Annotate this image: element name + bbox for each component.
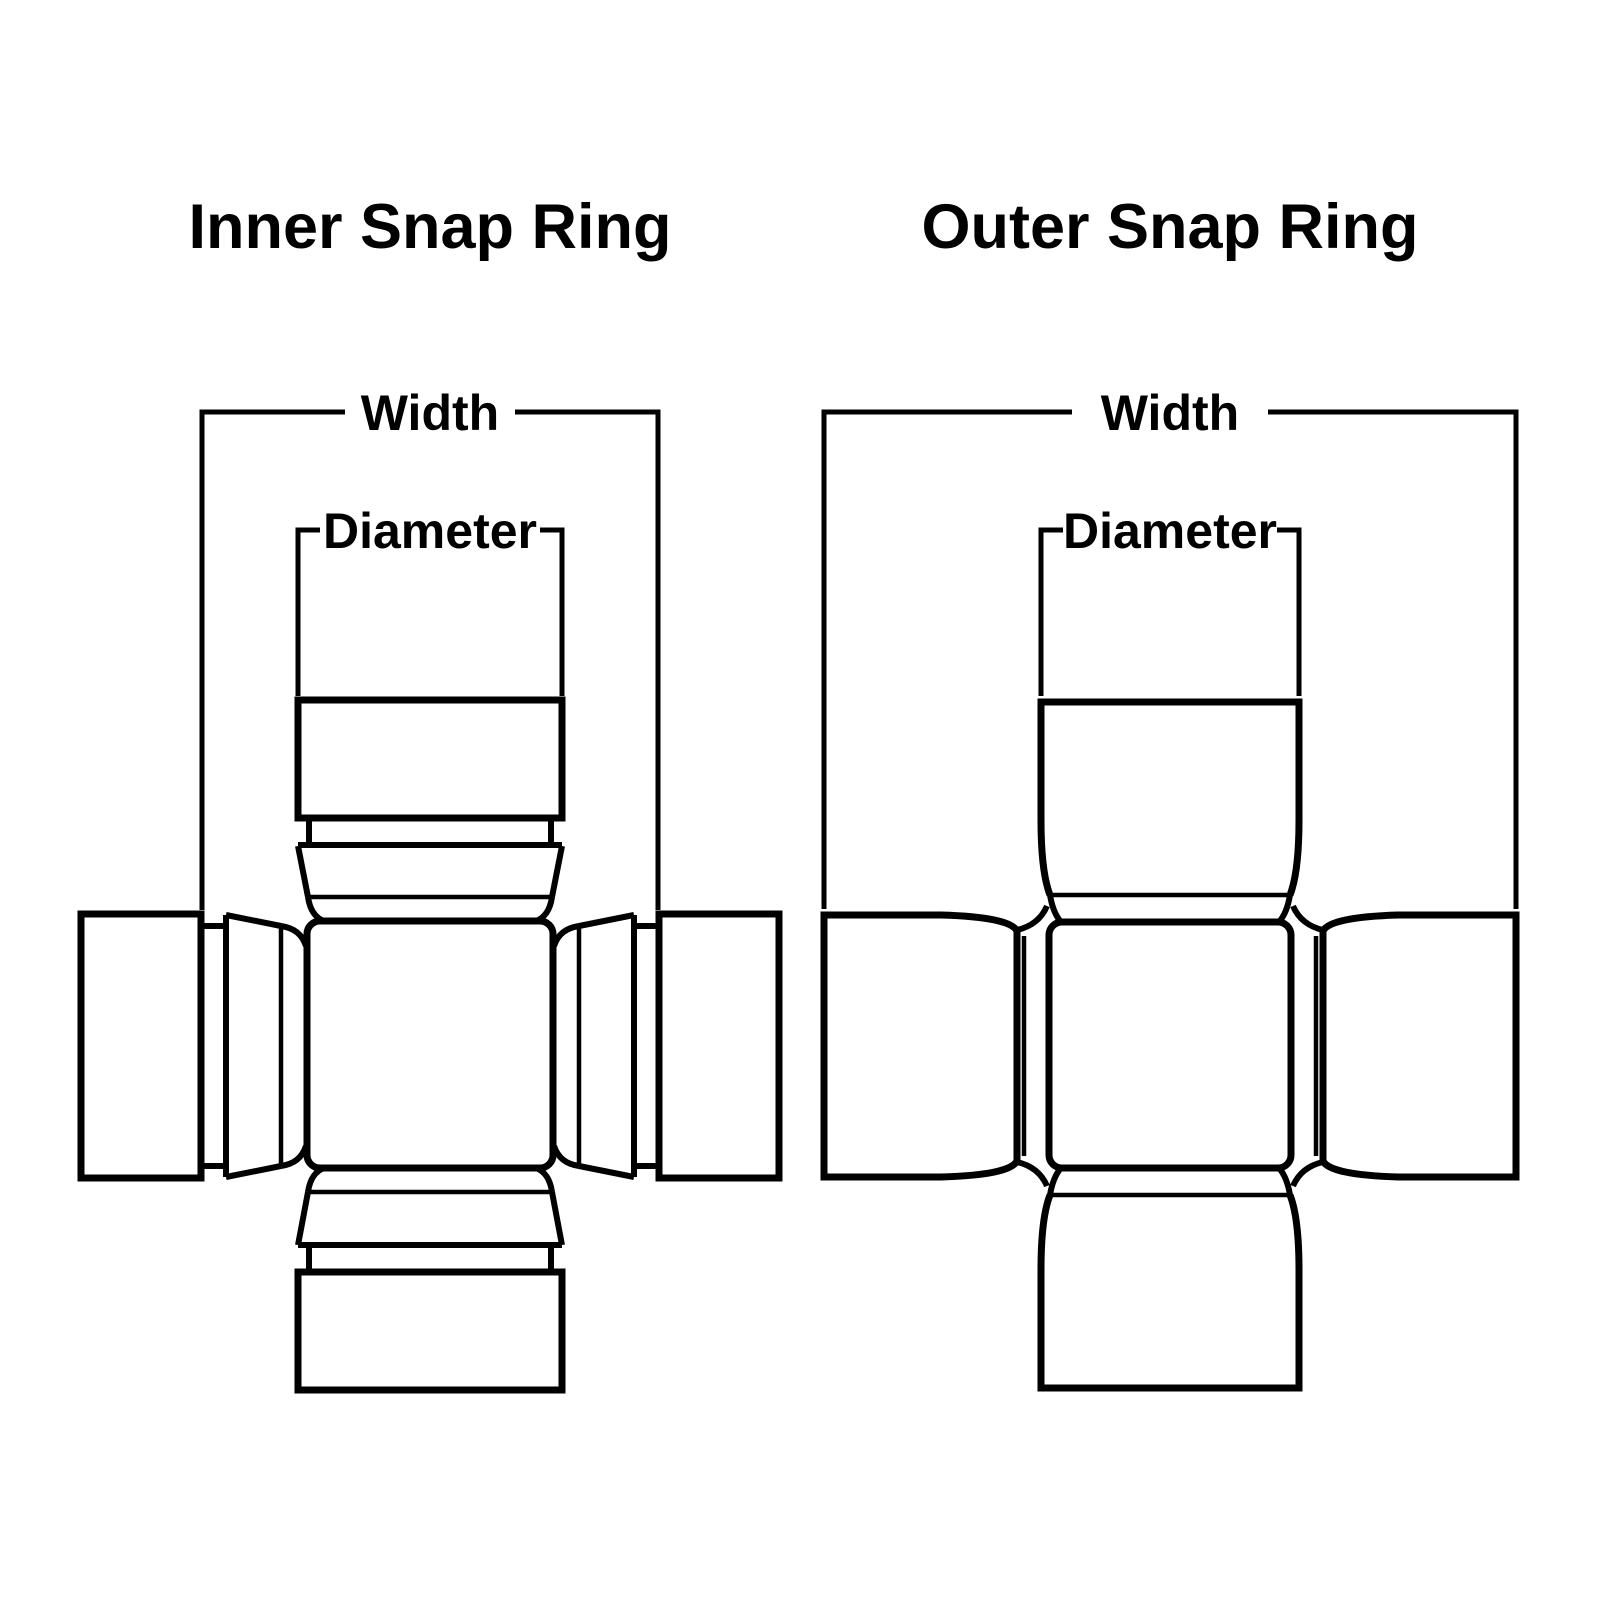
snap-ring-groove-right — [634, 923, 659, 1169]
seal-curve-bottom — [305, 1165, 555, 1193]
snap-ring-groove-left — [201, 923, 226, 1169]
outer-diameter-dimension-bracket — [1038, 527, 1302, 696]
seal-curve-left — [280, 923, 309, 1169]
inner-width-label: Width — [361, 385, 499, 441]
seal-curve-right — [551, 923, 580, 1169]
bearing-cap-right — [1319, 911, 1520, 1181]
outer-diameter-label: Diameter — [1063, 503, 1277, 559]
bearing-cap-left — [820, 911, 1021, 1181]
trunnion-collar-left — [1016, 904, 1050, 1188]
snap-ring-washer-left — [223, 912, 282, 1180]
outer-width-label: Width — [1101, 385, 1239, 441]
inner-diameter-label: Diameter — [323, 503, 537, 559]
bearing-cap-bottom — [1037, 1193, 1303, 1392]
bearing-cap-top — [294, 696, 566, 822]
cap-skirt-top — [1047, 894, 1293, 924]
cross-body — [303, 917, 557, 1172]
snap-ring-groove-bottom — [306, 1245, 554, 1272]
inner-width-dimension-bracket — [199, 409, 661, 910]
cap-skirt-bottom — [1047, 1166, 1293, 1196]
snap-ring-washer-bottom — [295, 1191, 565, 1248]
inner-ujoint-cross-drawing — [77, 696, 783, 1394]
seal-curve-top — [305, 896, 555, 924]
outer-width-dimension-bracket — [821, 409, 1519, 909]
snap-ring-washer-top — [295, 842, 565, 898]
snap-ring-groove-top — [306, 818, 554, 845]
cross-body — [1045, 918, 1295, 1172]
inner-snap-ring-figure: Inner Snap Ring Width Diameter — [77, 192, 783, 1394]
bearing-cap-left — [77, 910, 205, 1182]
bearing-cap-bottom — [294, 1268, 566, 1394]
bearing-cap-right — [655, 910, 783, 1182]
outer-figure-title: Outer Snap Ring — [921, 192, 1418, 262]
trunnion-collar-right — [1290, 904, 1324, 1188]
snap-ring-washer-right — [578, 912, 637, 1180]
outer-snap-ring-figure: Outer Snap Ring Width Diameter — [820, 192, 1520, 1392]
inner-diameter-dimension-bracket — [295, 527, 565, 696]
bearing-cap-top — [1037, 698, 1303, 897]
inner-figure-title: Inner Snap Ring — [188, 192, 671, 262]
outer-ujoint-cross-drawing — [820, 698, 1520, 1392]
